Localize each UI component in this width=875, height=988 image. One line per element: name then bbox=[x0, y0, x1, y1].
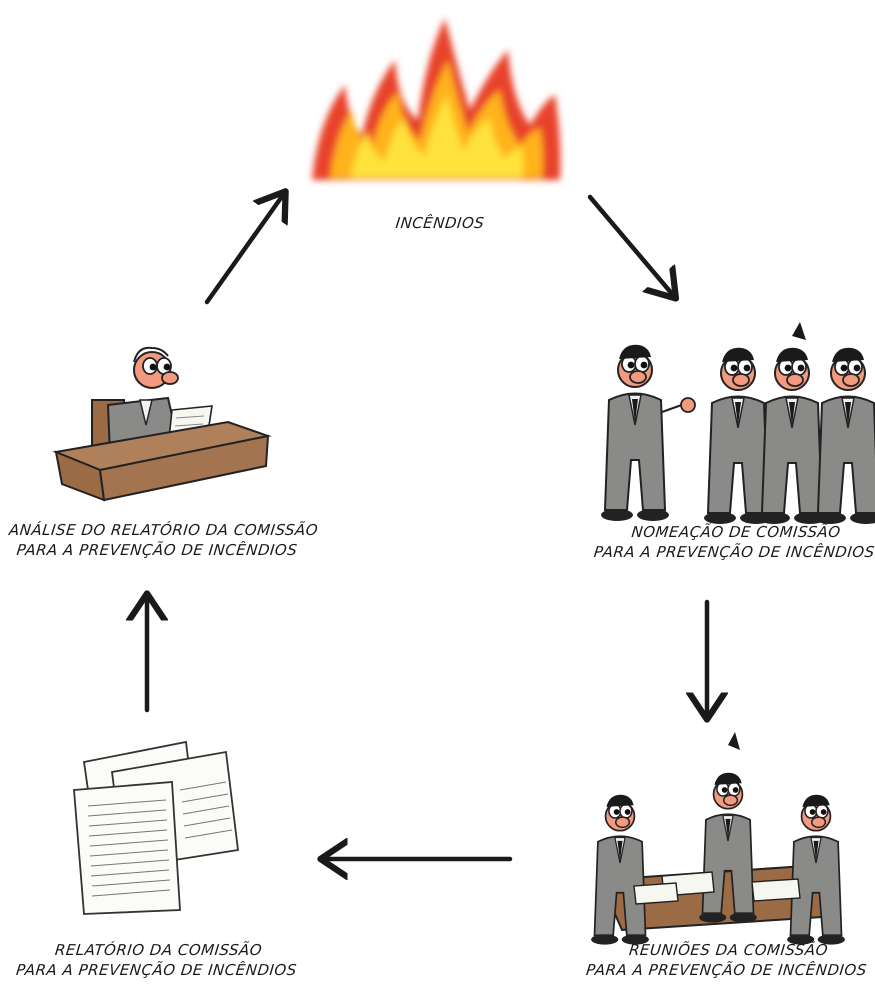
man-at-desk-icon bbox=[52, 346, 272, 502]
document-stack-icon bbox=[73, 740, 239, 915]
fire-label-text: INCÊNDIOS bbox=[394, 214, 486, 232]
arrow-fire-to-appointment bbox=[587, 194, 673, 295]
committee-group-icon bbox=[600, 322, 875, 525]
analysis-label-line1: ANÁLISE DO RELATÓRIO DA COMISSÃO bbox=[8, 521, 320, 539]
report-label: RELATÓRIO DA COMISSÃO PARA A PREVENÇÃO D… bbox=[13, 940, 302, 980]
appointment-label-line2: PARA A PREVENÇÃO DE INCÊNDIOS bbox=[593, 543, 875, 561]
appointment-label-line1: NOMEAÇÃO DE COMISSÃO bbox=[630, 523, 842, 541]
report-label-line2: PARA A PREVENÇÃO DE INCÊNDIOS bbox=[15, 961, 298, 979]
analysis-label: ANÁLISE DO RELATÓRIO DA COMISSÃO PARA A … bbox=[6, 520, 320, 560]
meetings-label: REUNIÕES DA COMISSÃO PARA A PREVENÇÃO DE… bbox=[583, 940, 872, 980]
report-label-line1: RELATÓRIO DA COMISSÃO bbox=[54, 941, 264, 959]
arrow-analysis-to-fire bbox=[204, 195, 283, 305]
appointment-label: NOMEAÇÃO DE COMISSÃO PARA A PREVENÇÃO DE… bbox=[593, 522, 875, 562]
fire-label: INCÊNDIOS bbox=[394, 213, 486, 233]
meetings-label-line1: REUNIÕES DA COMISSÃO bbox=[628, 941, 829, 959]
meeting-table-icon bbox=[590, 732, 846, 946]
fire-icon bbox=[312, 18, 561, 180]
meetings-label-line2: PARA A PREVENÇÃO DE INCÊNDIOS bbox=[585, 961, 868, 979]
analysis-label-line2: PARA A PREVENÇÃO DE INCÊNDIOS bbox=[15, 541, 299, 559]
